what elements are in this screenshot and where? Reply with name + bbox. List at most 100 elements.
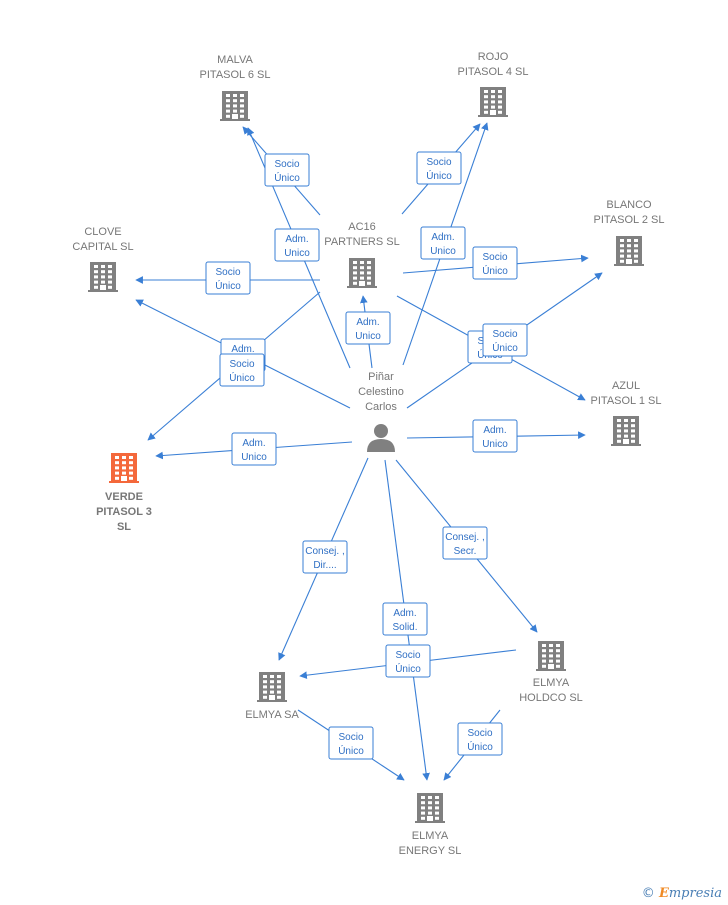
edge-label-box [482, 323, 528, 357]
building-icon [109, 453, 139, 483]
edge-label-box [472, 246, 518, 280]
edge-label[interactable]: Adm.Unico [274, 228, 320, 262]
building-icon [478, 87, 508, 117]
node-label: PARTNERS SL [324, 236, 399, 248]
edge-label-text: Unico [241, 452, 267, 463]
node-label: ELMYA SA [245, 709, 299, 721]
node-label: Carlos [365, 401, 397, 413]
edge-label-text: Socio [274, 159, 299, 170]
edge-label-text: Socio [338, 732, 363, 743]
edge-label-text: Unico [430, 246, 456, 257]
edge-label-text: Único [395, 662, 421, 675]
node-elmya-holdco[interactable]: ELMYA HOLDCO SL [519, 641, 583, 704]
edge-label-text: Único [482, 264, 508, 277]
edge-label-box [385, 644, 431, 678]
edge-label-text: Secr. [454, 546, 477, 557]
building-icon [611, 416, 641, 446]
edge-label-text: Único [229, 371, 255, 384]
edge-label[interactable]: Adm. Unico [231, 432, 277, 466]
edge-label[interactable]: Adm. Unico [420, 226, 466, 260]
edge-label-text: Unico [482, 439, 508, 450]
node-label: AC16 [348, 221, 376, 233]
edge-label-text: Único [492, 341, 518, 354]
edge-label-text: Socio [426, 157, 451, 168]
edge-label-text: Socio [492, 329, 517, 340]
node-malva[interactable]: MALVA PITASOL 6 SL [200, 54, 271, 121]
node-label: Celestino [358, 386, 404, 398]
edge-label-text: Único [467, 740, 493, 753]
edge-label-text: Socio [467, 728, 492, 739]
node-rojo[interactable]: ROJO PITASOL 4 SL [458, 51, 529, 117]
edge-label-box [382, 602, 428, 636]
node-label: VERDE [105, 491, 143, 503]
node-label: ROJO [478, 51, 509, 63]
node-elmya-energy[interactable]: ELMYA ENERGY SL [399, 793, 462, 857]
edge-label-text: Socio [215, 267, 240, 278]
edge-label-text: Socio [482, 252, 507, 263]
edge-label[interactable]: Consej. ,Dir.... [302, 540, 348, 574]
edge-label[interactable]: Adm. Unico [472, 419, 518, 453]
building-icon [88, 262, 118, 292]
node-label: MALVA [217, 54, 253, 66]
copyright-icon: © [641, 886, 655, 901]
edge-label[interactable]: Consej. ,Secr. [442, 526, 488, 560]
node-elmya-sa[interactable]: ELMYA SA [245, 672, 299, 721]
edge-label-box [442, 526, 488, 560]
building-icon [415, 793, 445, 823]
building-icon [347, 258, 377, 288]
edge-label-text: Socio [395, 650, 420, 661]
node-label: PITASOL 2 SL [594, 214, 665, 226]
edge-label-text: Adm. [242, 438, 265, 449]
edge-label-text: Adm. [285, 234, 308, 245]
edge-label[interactable]: Adm.Solid. [382, 602, 428, 636]
edge-label-box [457, 722, 503, 756]
edge-label-box [328, 726, 374, 760]
node-azul[interactable]: AZUL PITASOL 1 SL [591, 380, 662, 446]
edge-label-text: Adm. [231, 344, 254, 355]
brand-name: mpresia [668, 886, 722, 901]
node-label: PITASOL 6 SL [200, 69, 271, 81]
brand-watermark: © Empresia [642, 886, 722, 901]
node-label: ELMYA [533, 677, 570, 689]
edge-label[interactable]: Adm. Unico [345, 311, 391, 345]
edge-label-box [205, 261, 251, 295]
edge-label-box [274, 228, 320, 262]
edge-label-text: Adm. [483, 425, 506, 436]
node-label: Piñar [368, 371, 394, 383]
node-label: PITASOL 4 SL [458, 66, 529, 78]
edge-label-text: Único [274, 171, 300, 184]
node-label: AZUL [612, 380, 640, 392]
edge-labels-layer: SocioÚnicoAdm.UnicoSocioÚnicoAdm.UnicoSo… [205, 151, 528, 760]
node-label: ELMYA [412, 830, 449, 842]
node-label: PITASOL 1 SL [591, 395, 662, 407]
node-label: ENERGY SL [399, 845, 462, 857]
node-label: HOLDCO SL [519, 692, 583, 704]
edge-label-text: Socio [229, 359, 254, 370]
edge-label-box [416, 151, 462, 185]
edge-label-text: Adm. [431, 232, 454, 243]
nodes-layer: MALVA PITASOL 6 SL ROJO PITASOL 4 SL BLANCOP… [72, 51, 664, 857]
edge-label-text: Adm. [356, 317, 379, 328]
building-icon [220, 91, 250, 121]
brand-initial: E [658, 886, 669, 901]
edge-label-text: Unico [355, 331, 381, 342]
edge-label-box [219, 353, 265, 387]
edge-label-box [472, 419, 518, 453]
edge-label-text: Consej. , [305, 546, 344, 557]
edge-label-text: Solid. [392, 622, 417, 633]
